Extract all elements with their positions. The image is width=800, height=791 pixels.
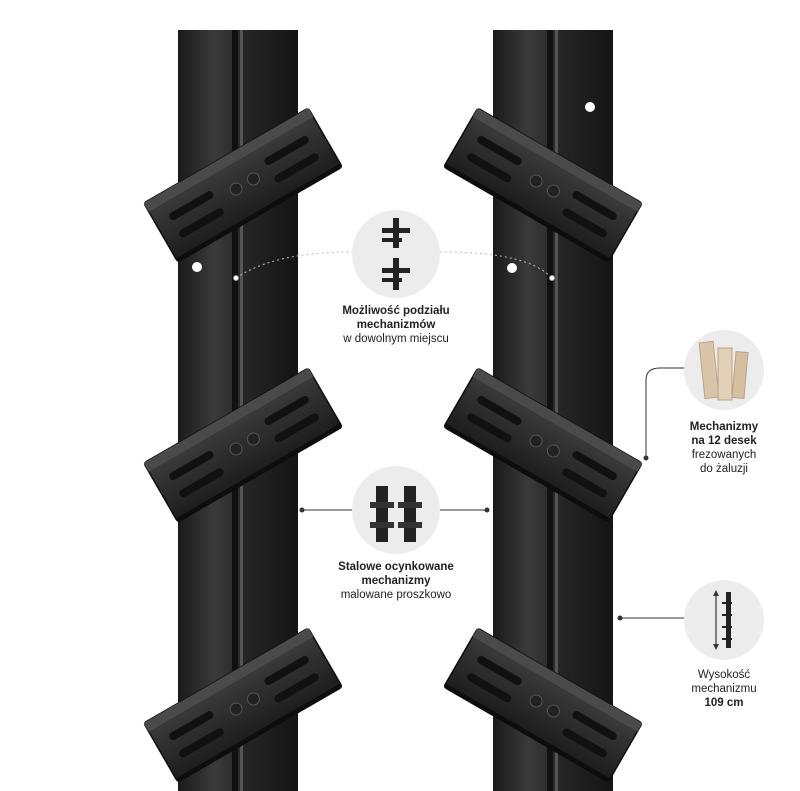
height-callout-line2: mechanizmu <box>691 683 757 695</box>
height-callout: Wysokość mechanizmu 109 cm <box>664 668 784 710</box>
left-post-hole <box>192 262 202 272</box>
boards-callout-line3: frezowanych <box>691 449 757 461</box>
boards-callout-line2: na 12 desek <box>691 435 757 447</box>
wooden-boards-icon <box>684 330 764 410</box>
steel-callout-line3: malowane proszkowo <box>340 589 452 601</box>
leader-lines <box>233 251 684 621</box>
height-callout-line3: 109 cm <box>704 697 744 709</box>
division-callout-line3: w dowolnym miejscu <box>343 333 449 345</box>
boards-callout-line1: Mechanizmy <box>689 421 759 433</box>
division-callout-line2: mechanizmów <box>356 319 436 331</box>
steel-callout-line1: Stalowe ocynkowane <box>338 561 454 573</box>
boards-callout-line4: do żaluzji <box>700 463 748 475</box>
right-post-hole-2 <box>507 263 517 273</box>
height-measure-icon <box>684 580 764 660</box>
boards-callout: Mechanizmy na 12 desek frezowanych do ża… <box>664 420 784 476</box>
mechanism-division-icon <box>352 210 440 298</box>
right-post-hole <box>585 102 595 112</box>
height-callout-line1: Wysokość <box>697 669 751 681</box>
steel-callout-line2: mechanizmy <box>361 575 431 587</box>
steel-callout: Stalowe ocynkowane mechanizmy malowane p… <box>300 560 492 602</box>
division-callout: Możliwość podziału mechanizmów w dowolny… <box>300 304 492 346</box>
division-callout-line1: Możliwość podziału <box>342 305 450 317</box>
steel-mechanism-icon <box>352 466 440 554</box>
